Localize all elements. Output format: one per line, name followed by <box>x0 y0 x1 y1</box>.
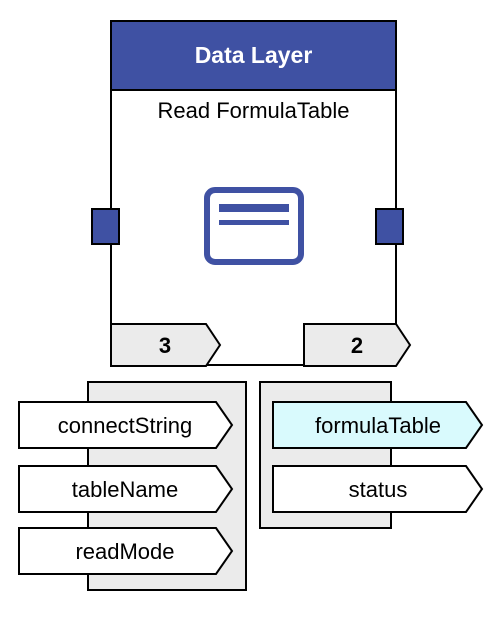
input-param-label: readMode <box>75 539 174 564</box>
output-count-tag[interactable]: 2 <box>303 323 412 367</box>
node-title: Data Layer <box>194 42 313 68</box>
input-param-tag[interactable]: readMode <box>18 527 234 575</box>
table-icon <box>204 187 304 265</box>
input-count-tag[interactable]: 3 <box>110 323 222 367</box>
output-param-label: formulaTable <box>315 413 441 438</box>
input-param-tag[interactable]: connectString <box>18 401 234 449</box>
input-param-label: tableName <box>72 477 178 502</box>
node-header: Data Layer <box>110 20 397 91</box>
output-param-label: status <box>349 477 408 502</box>
input-param-label: connectString <box>58 413 193 438</box>
output-port[interactable] <box>375 208 404 245</box>
input-param-tag[interactable]: tableName <box>18 465 234 513</box>
input-count-label: 3 <box>159 333 171 358</box>
node-subtitle: Read FormulaTable <box>157 98 350 123</box>
output-param-tag[interactable]: status <box>272 465 484 513</box>
output-count-label: 2 <box>351 333 363 358</box>
input-port[interactable] <box>91 208 120 245</box>
output-param-tag[interactable]: formulaTable <box>272 401 484 449</box>
